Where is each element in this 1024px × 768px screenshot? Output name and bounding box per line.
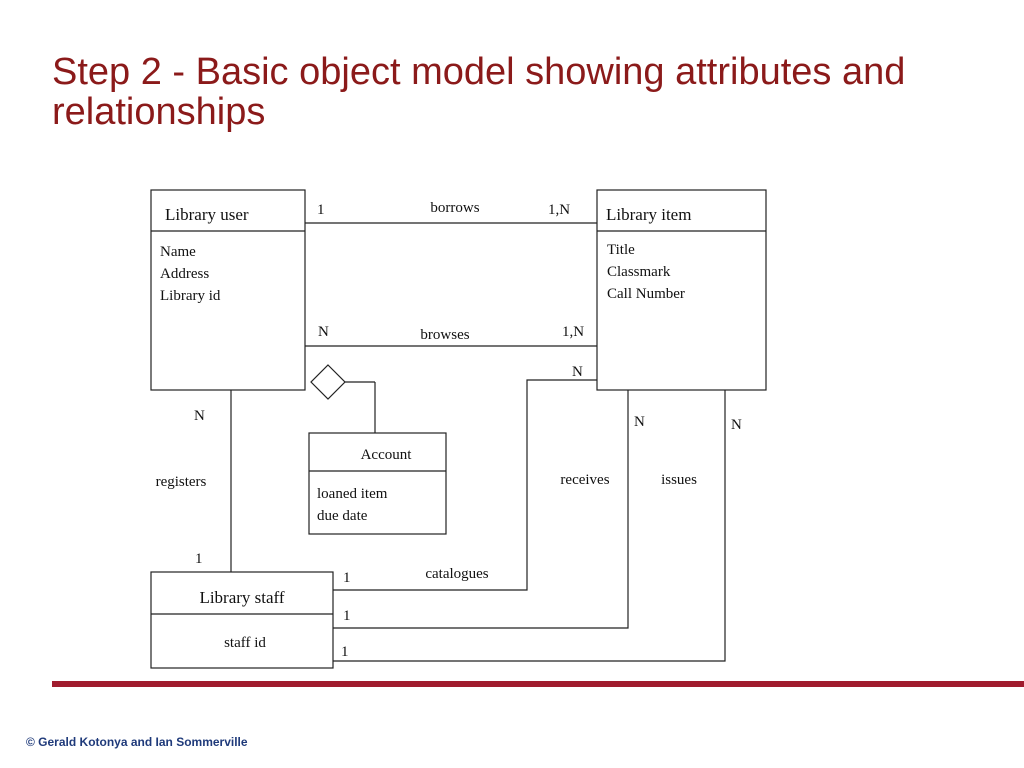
attr-library-id: Library id: [160, 288, 221, 304]
receives-label: receives: [560, 472, 609, 488]
browses-left-cardinality: N: [318, 324, 329, 340]
browses-right-cardinality: 1,N: [562, 324, 584, 340]
relationship-registers: registers N 1: [156, 390, 232, 572]
slide-title: Step 2 - Basic object model showing attr…: [52, 51, 906, 133]
attr-call-number: Call Number: [607, 286, 685, 302]
borrows-left-cardinality: 1: [317, 202, 325, 218]
issues-label: issues: [661, 472, 697, 488]
issues-item-cardinality: N: [731, 417, 742, 433]
attr-name: Name: [160, 244, 196, 260]
entity-library-item: Library item Title Classmark Call Number: [596, 189, 767, 391]
entity-library-staff: Library staff staff id: [150, 571, 334, 669]
attr-title: Title: [607, 242, 635, 258]
entity-account: Account loaned item due date: [308, 432, 447, 535]
entity-library-staff-name: Library staff: [199, 588, 284, 607]
attr-staff-id: staff id: [224, 635, 266, 651]
entity-library-item-name: Library item: [606, 205, 691, 224]
attr-address: Address: [160, 266, 209, 282]
relationship-issues: issues 1 N: [333, 390, 742, 662]
receives-item-cardinality: N: [634, 414, 645, 430]
relationship-receives: receives 1 N: [333, 390, 645, 629]
account-association: [310, 364, 376, 433]
browses-label: browses: [420, 327, 469, 343]
entity-library-user: Library user Name Address Library id: [150, 189, 306, 391]
entity-library-user-name: Library user: [165, 205, 249, 224]
receives-staff-cardinality: 1: [343, 608, 351, 624]
entity-account-name: Account: [361, 447, 413, 463]
borrows-label: borrows: [430, 200, 479, 216]
relationship-browses: browses N 1,N: [305, 324, 597, 347]
catalogues-staff-cardinality: 1: [343, 570, 351, 586]
issues-staff-cardinality: 1: [341, 644, 349, 660]
registers-label: registers: [156, 474, 207, 490]
registers-top-cardinality: N: [194, 408, 205, 424]
attr-classmark: Classmark: [607, 264, 671, 280]
borrows-right-cardinality: 1,N: [548, 202, 570, 218]
catalogues-item-cardinality: N: [572, 364, 583, 380]
footer-divider: [52, 681, 1024, 687]
catalogues-label: catalogues: [425, 566, 488, 582]
attr-due-date: due date: [317, 508, 368, 524]
relationship-borrows: borrows 1 1,N: [305, 200, 597, 224]
attr-loaned-item: loaned item: [317, 486, 388, 502]
association-diamond: [310, 364, 346, 400]
registers-bottom-cardinality: 1: [195, 551, 203, 567]
relationship-catalogues: catalogues 1 N: [333, 364, 597, 591]
footer-copyright: © Gerald Kotonya and Ian Sommerville: [26, 735, 248, 749]
